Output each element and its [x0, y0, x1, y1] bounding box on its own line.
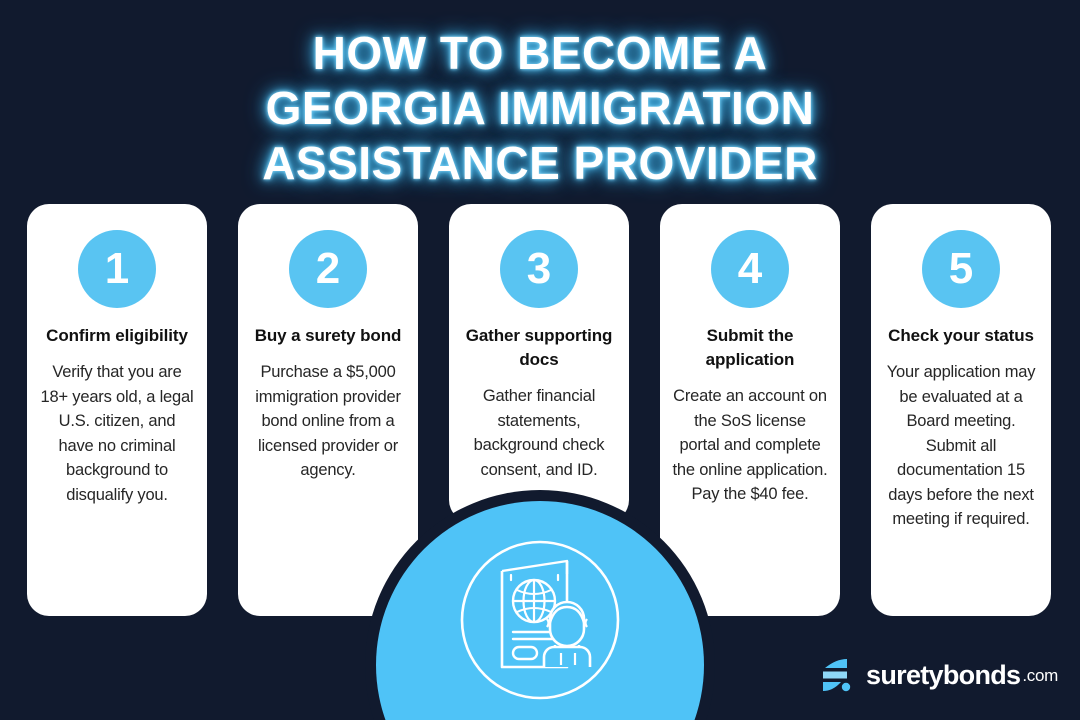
- step-card-3: 3 Gather supporting docs Gather financia…: [449, 204, 629, 522]
- step-card-1: 1 Confirm eligibility Verify that you ar…: [27, 204, 207, 616]
- step-body-1: Verify that you are 18+ years old, a leg…: [40, 363, 194, 504]
- step-number-badge-2: 2: [289, 230, 367, 308]
- step-card-2: 2 Buy a surety bond Purchase a $5,000 im…: [238, 204, 418, 616]
- passport-globe-person-icon: [460, 540, 620, 700]
- steps-row: 1 Confirm eligibility Verify that you ar…: [27, 204, 1053, 616]
- step-number-badge-3: 3: [500, 230, 578, 308]
- step-number-badge-4: 4: [711, 230, 789, 308]
- logo-wordmark: suretybonds: [866, 659, 1021, 690]
- step-title-3: Gather supporting docs: [465, 326, 613, 369]
- step-card-4: 4 Submit the application Create an accou…: [660, 204, 840, 616]
- step-body-2: Purchase a $5,000 immigration provider b…: [255, 363, 401, 479]
- step-title-4: Submit the application: [705, 326, 795, 369]
- step-body-5: Your application may be evaluated at a B…: [886, 363, 1036, 528]
- step-title-5: Check your status: [888, 326, 1034, 345]
- step-title-2: Buy a surety bond: [254, 326, 402, 345]
- step-body-4: Create an account on the SoS license por…: [672, 387, 828, 503]
- page-title: HOW TO BECOME A GEORGIA IMMIGRATION ASSI…: [262, 27, 818, 189]
- step-number-badge-1: 1: [78, 230, 156, 308]
- suretybonds-logo-mark: [823, 659, 851, 692]
- step-title-1: Confirm eligibility: [46, 326, 188, 345]
- step-card-5: 5 Check your status Your application may…: [871, 204, 1051, 616]
- step-body-3: Gather financial statements, background …: [473, 387, 605, 479]
- step-number-badge-5: 5: [922, 230, 1000, 308]
- suretybonds-logo[interactable]: suretybonds .com: [819, 658, 1058, 692]
- logo-tld: .com: [1022, 665, 1058, 685]
